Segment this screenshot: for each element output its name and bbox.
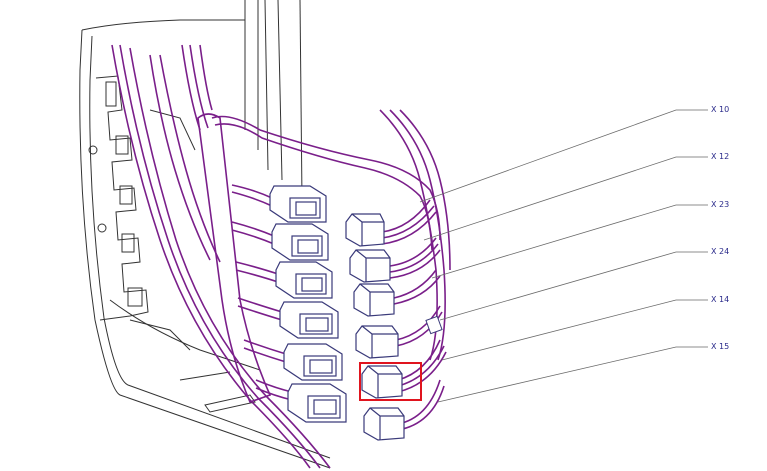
bracket-tab-4 [121,233,135,253]
label-x14: X 14 [711,295,729,304]
bracket-tab-2 [115,135,129,155]
label-x15: X 15 [711,342,729,351]
harness-sleeve [197,113,272,404]
connector-left-3 [275,261,333,299]
left-connectors [269,185,347,423]
panel-inner-edge [89,35,331,459]
connector-x24 [355,325,399,359]
bracket-tab-1 [105,81,117,107]
connector-left-6 [287,383,347,423]
leader-lines [419,109,708,403]
leader-x24 [439,251,708,321]
label-x24: X 24 [711,247,729,256]
panel-rib-3 [264,0,269,171]
leader-x14 [441,299,708,361]
connector-x14 [361,365,403,399]
connector-left-1 [269,185,327,223]
panel-rib-5 [299,0,303,201]
connector-left-5 [283,343,343,381]
connector-left-2 [271,223,329,261]
label-x23: X 23 [711,200,729,209]
highlight-box-x14 [359,362,422,401]
bracket-tab-5 [127,287,143,307]
connector-left-4 [279,301,339,339]
mounting-bracket [88,75,196,351]
mounting-bolt-2 [97,223,107,233]
connector-x23 [353,283,395,317]
leader-x15 [437,346,708,403]
label-x10: X 10 [711,105,729,114]
leader-x10 [419,109,708,203]
panel-outer-edge [79,29,331,469]
leader-x12 [423,156,708,241]
panel-rib-4 [277,0,283,181]
wire-harness [111,44,451,469]
callout-labels: X 10 X 12 X 23 X 24 X 14 X 15 [711,105,729,351]
label-x12: X 12 [711,152,729,161]
connector-x15 [363,407,405,441]
panel-sill-1 [204,394,256,413]
mounting-bolt-1 [88,145,98,155]
panel-top-edge [81,19,245,31]
harness-clip [425,315,443,335]
panel-structure [79,0,331,469]
connector-x10 [345,213,385,247]
connector-x12 [349,249,391,283]
panel-lower-curve [109,299,261,371]
bracket-tab-3 [119,185,133,205]
leader-x23 [431,204,708,279]
right-connectors [345,213,405,441]
panel-sill-2 [179,371,231,381]
